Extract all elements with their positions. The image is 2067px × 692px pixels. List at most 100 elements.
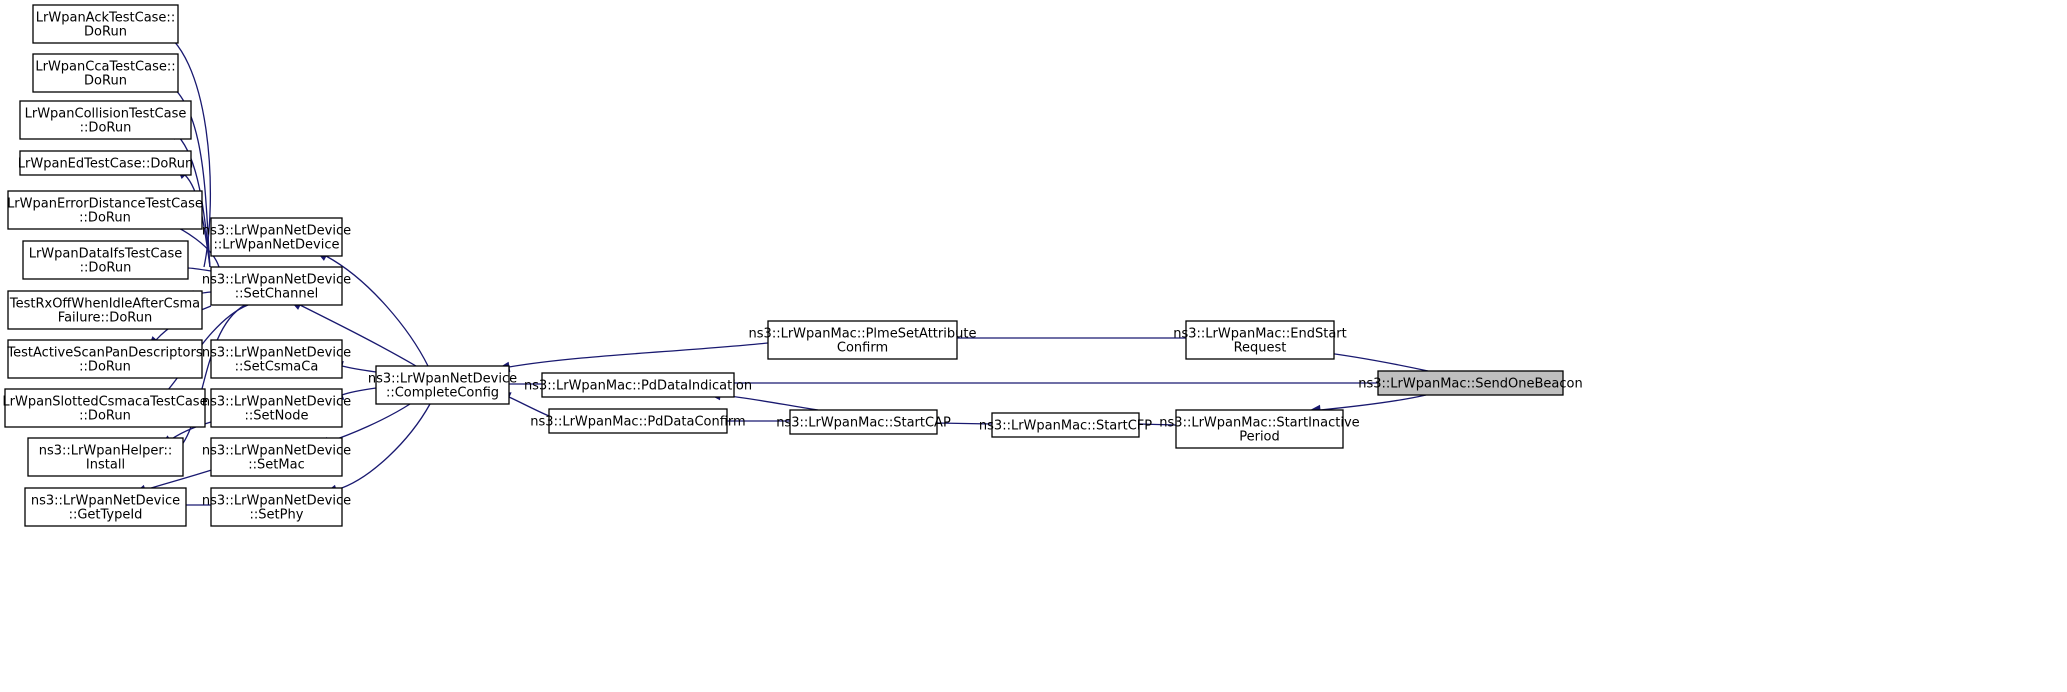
node-box: [210, 437, 343, 477]
node-ed[interactable]: LrWpanEdTestCase::DoRun: [18, 150, 193, 176]
edge-line: [325, 255, 429, 367]
node-label: Request: [1234, 341, 1287, 356]
node-setphy[interactable]: ns3::LrWpanNetDevice::SetPhy: [202, 487, 351, 527]
node-label: Period: [1239, 430, 1280, 445]
node-box: [210, 487, 343, 527]
node-ctor[interactable]: ns3::LrWpanNetDevice::LrWpanNetDevice: [202, 217, 351, 257]
node-label: ::CompleteConfig: [386, 386, 499, 401]
node-label: ::DoRun: [79, 211, 131, 226]
node-box: [32, 4, 179, 44]
edge-plme-to-complete: [496, 342, 769, 373]
node-box: [375, 365, 510, 405]
edge-line: [936, 422, 993, 425]
node-label: ns3::LrWpanNetDevice: [368, 372, 517, 387]
node-label: LrWpanEdTestCase::DoRun: [18, 157, 193, 172]
node-label: LrWpanSlottedCsmacaTestCase: [2, 395, 207, 410]
node-setmac[interactable]: ns3::LrWpanNetDevice::SetMac: [202, 437, 351, 477]
node-box: [19, 150, 192, 176]
node-gettype[interactable]: ns3::LrWpanNetDevice::GetTypeId: [24, 487, 187, 527]
node-label: ::SetMac: [248, 458, 304, 473]
node-box: [210, 266, 343, 306]
node-label: ns3::LrWpanHelper::: [39, 444, 172, 459]
node-label: LrWpanCollisionTestCase: [25, 107, 187, 122]
node-coll[interactable]: LrWpanCollisionTestCase::DoRun: [19, 100, 192, 140]
node-cap[interactable]: ns3::LrWpanMac::StartCAP: [776, 409, 951, 435]
node-label: ns3::LrWpanNetDevice: [202, 224, 351, 239]
node-beacon[interactable]: ns3::LrWpanMac::SendOneBeacon: [1358, 370, 1583, 396]
edge-endstart-to-plme: [944, 332, 1186, 344]
node-box: [4, 388, 206, 428]
node-box: [22, 240, 189, 280]
node-errdist[interactable]: LrWpanErrorDistanceTestCase::DoRun: [7, 190, 203, 230]
node-label: ns3::LrWpanNetDevice: [202, 395, 351, 410]
node-label: ns3::LrWpanMac::PdDataConfirm: [530, 415, 745, 430]
node-ack[interactable]: LrWpanAckTestCase::DoRun: [32, 4, 179, 44]
node-box: [1175, 409, 1344, 449]
node-pdind[interactable]: ns3::LrWpanMac::PdDataIndication: [524, 372, 752, 398]
node-cfp[interactable]: ns3::LrWpanMac::StartCFP: [979, 412, 1152, 438]
node-box: [789, 409, 938, 435]
node-label: Confirm: [837, 341, 888, 356]
node-label: LrWpanDataIfsTestCase: [29, 247, 183, 262]
edge-line: [187, 267, 212, 272]
node-box: [19, 100, 192, 140]
node-label: ::DoRun: [80, 261, 132, 276]
node-label: LrWpanCcaTestCase::: [35, 60, 175, 75]
node-label: ns3::LrWpanNetDevice: [202, 273, 351, 288]
node-box: [767, 320, 958, 360]
node-label: ns3::LrWpanMac::StartCFP: [979, 419, 1152, 434]
edge-line: [174, 304, 246, 453]
node-label: TestRxOffWhenIdleAfterCsma: [9, 297, 200, 312]
node-label: LrWpanAckTestCase::: [36, 11, 175, 26]
edge-line: [335, 403, 431, 491]
node-box: [1185, 320, 1335, 360]
node-complete[interactable]: ns3::LrWpanNetDevice::CompleteConfig: [368, 365, 517, 405]
node-box: [32, 53, 179, 93]
node-label: ns3::LrWpanNetDevice: [202, 444, 351, 459]
node-setchan[interactable]: ns3::LrWpanNetDevice::SetChannel: [202, 266, 351, 306]
node-setcsma[interactable]: ns3::LrWpanNetDevice::SetCsmaCa: [202, 339, 351, 379]
node-label: ns3::LrWpanMac::PlmeSetAttribute: [749, 327, 977, 342]
edge-line: [508, 342, 769, 368]
node-cca[interactable]: LrWpanCcaTestCase::DoRun: [32, 53, 179, 93]
node-label: ::SetCsmaCa: [235, 360, 319, 375]
node-label: ::GetTypeId: [69, 508, 143, 523]
node-label: ns3::LrWpanMac::EndStart: [1173, 327, 1347, 342]
edge-line: [719, 394, 819, 411]
node-box: [1377, 370, 1564, 396]
node-scan[interactable]: TestActiveScanPanDescriptors::DoRun: [6, 339, 203, 379]
node-label: ::SetPhy: [250, 508, 304, 523]
node-label: LrWpanErrorDistanceTestCase: [7, 197, 203, 212]
node-box: [7, 339, 203, 379]
node-slotted[interactable]: LrWpanSlottedCsmacaTestCase::DoRun: [2, 388, 208, 428]
node-box: [24, 487, 187, 527]
node-label: ns3::LrWpanNetDevice: [31, 494, 180, 509]
edge-beacon-to-pdind: [721, 377, 1378, 389]
node-label: TestActiveScanPanDescriptors: [6, 346, 202, 361]
node-label: ns3::LrWpanMac::SendOneBeacon: [1358, 377, 1582, 392]
node-box: [7, 290, 203, 330]
node-label: ns3::LrWpanMac::PdDataIndication: [524, 379, 752, 394]
node-label: ::LrWpanNetDevice: [214, 238, 340, 253]
node-label: ::SetChannel: [235, 287, 318, 302]
node-label: ::DoRun: [79, 360, 131, 375]
node-label: DoRun: [84, 74, 127, 89]
edge-line: [299, 304, 417, 367]
node-box: [210, 339, 343, 379]
node-label: ns3::LrWpanNetDevice: [202, 494, 351, 509]
nodes-layer: LrWpanAckTestCase::DoRunLrWpanCcaTestCas…: [2, 4, 1583, 527]
node-setnode[interactable]: ns3::LrWpanNetDevice::SetNode: [202, 388, 351, 428]
edge-line: [341, 387, 377, 396]
edge-line: [341, 365, 377, 373]
node-ifs[interactable]: LrWpanDataIfsTestCase::DoRun: [22, 240, 189, 280]
node-box: [541, 372, 735, 398]
edge-line: [1319, 351, 1429, 372]
node-label: ::DoRun: [80, 121, 132, 136]
node-install[interactable]: ns3::LrWpanHelper::Install: [27, 437, 184, 477]
node-pdconf[interactable]: ns3::LrWpanMac::PdDataConfirm: [530, 408, 746, 434]
node-label: ns3::LrWpanMac::StartInactive: [1159, 416, 1359, 431]
